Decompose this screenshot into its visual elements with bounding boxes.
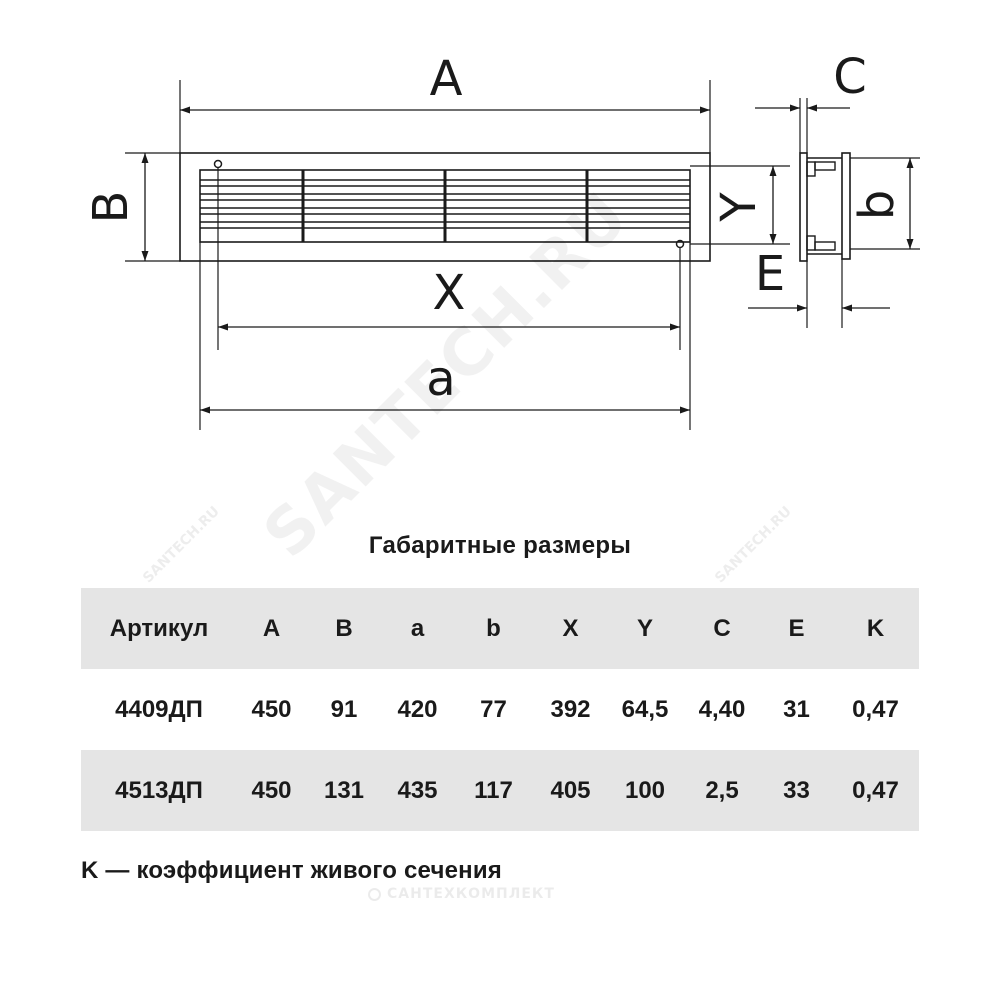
dimension-labels: A B X a Y C b E: [83, 49, 905, 407]
outer-frame: [179, 152, 711, 262]
table-cell-E: 31: [783, 695, 810, 723]
header-cell-E: E: [761, 588, 832, 669]
grille-dimension-drawing: A B X a Y C b E: [83, 49, 920, 430]
table-title: Габаритные размеры: [368, 532, 632, 559]
table-header-row: Артикул A B a b X Y C E K: [81, 588, 919, 669]
side-view: [748, 98, 920, 328]
table-cell-A: 450: [237, 750, 306, 831]
table-cell-B: 91: [330, 695, 358, 723]
screw-hole-left: [213, 159, 223, 169]
header-cell-a: a: [382, 588, 453, 669]
table-cell-B: 131: [306, 750, 382, 831]
header-cell-article: Артикул: [81, 588, 237, 669]
label-Y: Y: [711, 192, 767, 223]
table-cell-K: 0,47: [852, 695, 899, 723]
watermark-logo-icon: [368, 888, 381, 901]
header-cell-K: K: [832, 588, 919, 669]
side-flange: [799, 152, 808, 262]
watermark-bottom-text: САНТЕХКОМПЛЕКТ: [387, 886, 555, 902]
table-cell-a: 435: [382, 750, 453, 831]
label-B: B: [83, 191, 139, 224]
label-X: X: [433, 265, 466, 321]
dimension-lines: [141, 106, 777, 414]
header-cell-C: C: [683, 588, 761, 669]
table-cell-K: 0,47: [832, 750, 919, 831]
table-cell-Y: 100: [607, 750, 683, 831]
table-cell-X: 392: [550, 695, 591, 723]
side-collar: [841, 152, 851, 260]
header-cell-Y: Y: [607, 588, 683, 669]
table-row: 4513ДП 450 131 435 117 405 100 2,5 33 0,…: [81, 750, 919, 831]
table-cell-A: 450: [251, 695, 292, 723]
table-row: 4409ДП 450 91 420 77 392 64,5 4,40 31 0,…: [81, 669, 919, 750]
table-cell-article: 4409ДП: [115, 695, 203, 723]
table-cell-b: 117: [453, 750, 534, 831]
table-cell-C: 4,40: [698, 695, 746, 723]
table-cell-E: 33: [761, 750, 832, 831]
table-cell-X: 405: [534, 750, 607, 831]
table-cell-Y: 64,5: [621, 695, 669, 723]
watermark-bottom: САНТЕХКОМПЛЕКТ: [368, 886, 555, 902]
side-tabs: [806, 161, 836, 251]
header-cell-X: X: [534, 588, 607, 669]
label-b: b: [849, 190, 905, 220]
table-cell-b: 77: [480, 695, 507, 723]
label-E: E: [755, 246, 785, 302]
side-dimension-lines: [748, 104, 914, 312]
label-C: C: [833, 49, 867, 105]
extension-lines: [125, 80, 790, 430]
grille-ribs: [301, 170, 589, 242]
front-view: [125, 80, 790, 430]
table-cell-C: 2,5: [683, 750, 761, 831]
label-A: A: [430, 51, 463, 107]
header-cell-A: A: [237, 588, 306, 669]
header-cell-b: b: [453, 588, 534, 669]
header-cell-B: B: [306, 588, 382, 669]
label-a: a: [426, 351, 455, 407]
screw-hole-right: [675, 239, 685, 249]
dimensions-table: Артикул A B a b X Y C E K 4409ДП 450 91 …: [81, 588, 919, 831]
table-cell-article: 4513ДП: [81, 750, 237, 831]
footnote: K — коэффициент живого сечения: [81, 857, 502, 884]
table-cell-a: 420: [397, 695, 438, 723]
